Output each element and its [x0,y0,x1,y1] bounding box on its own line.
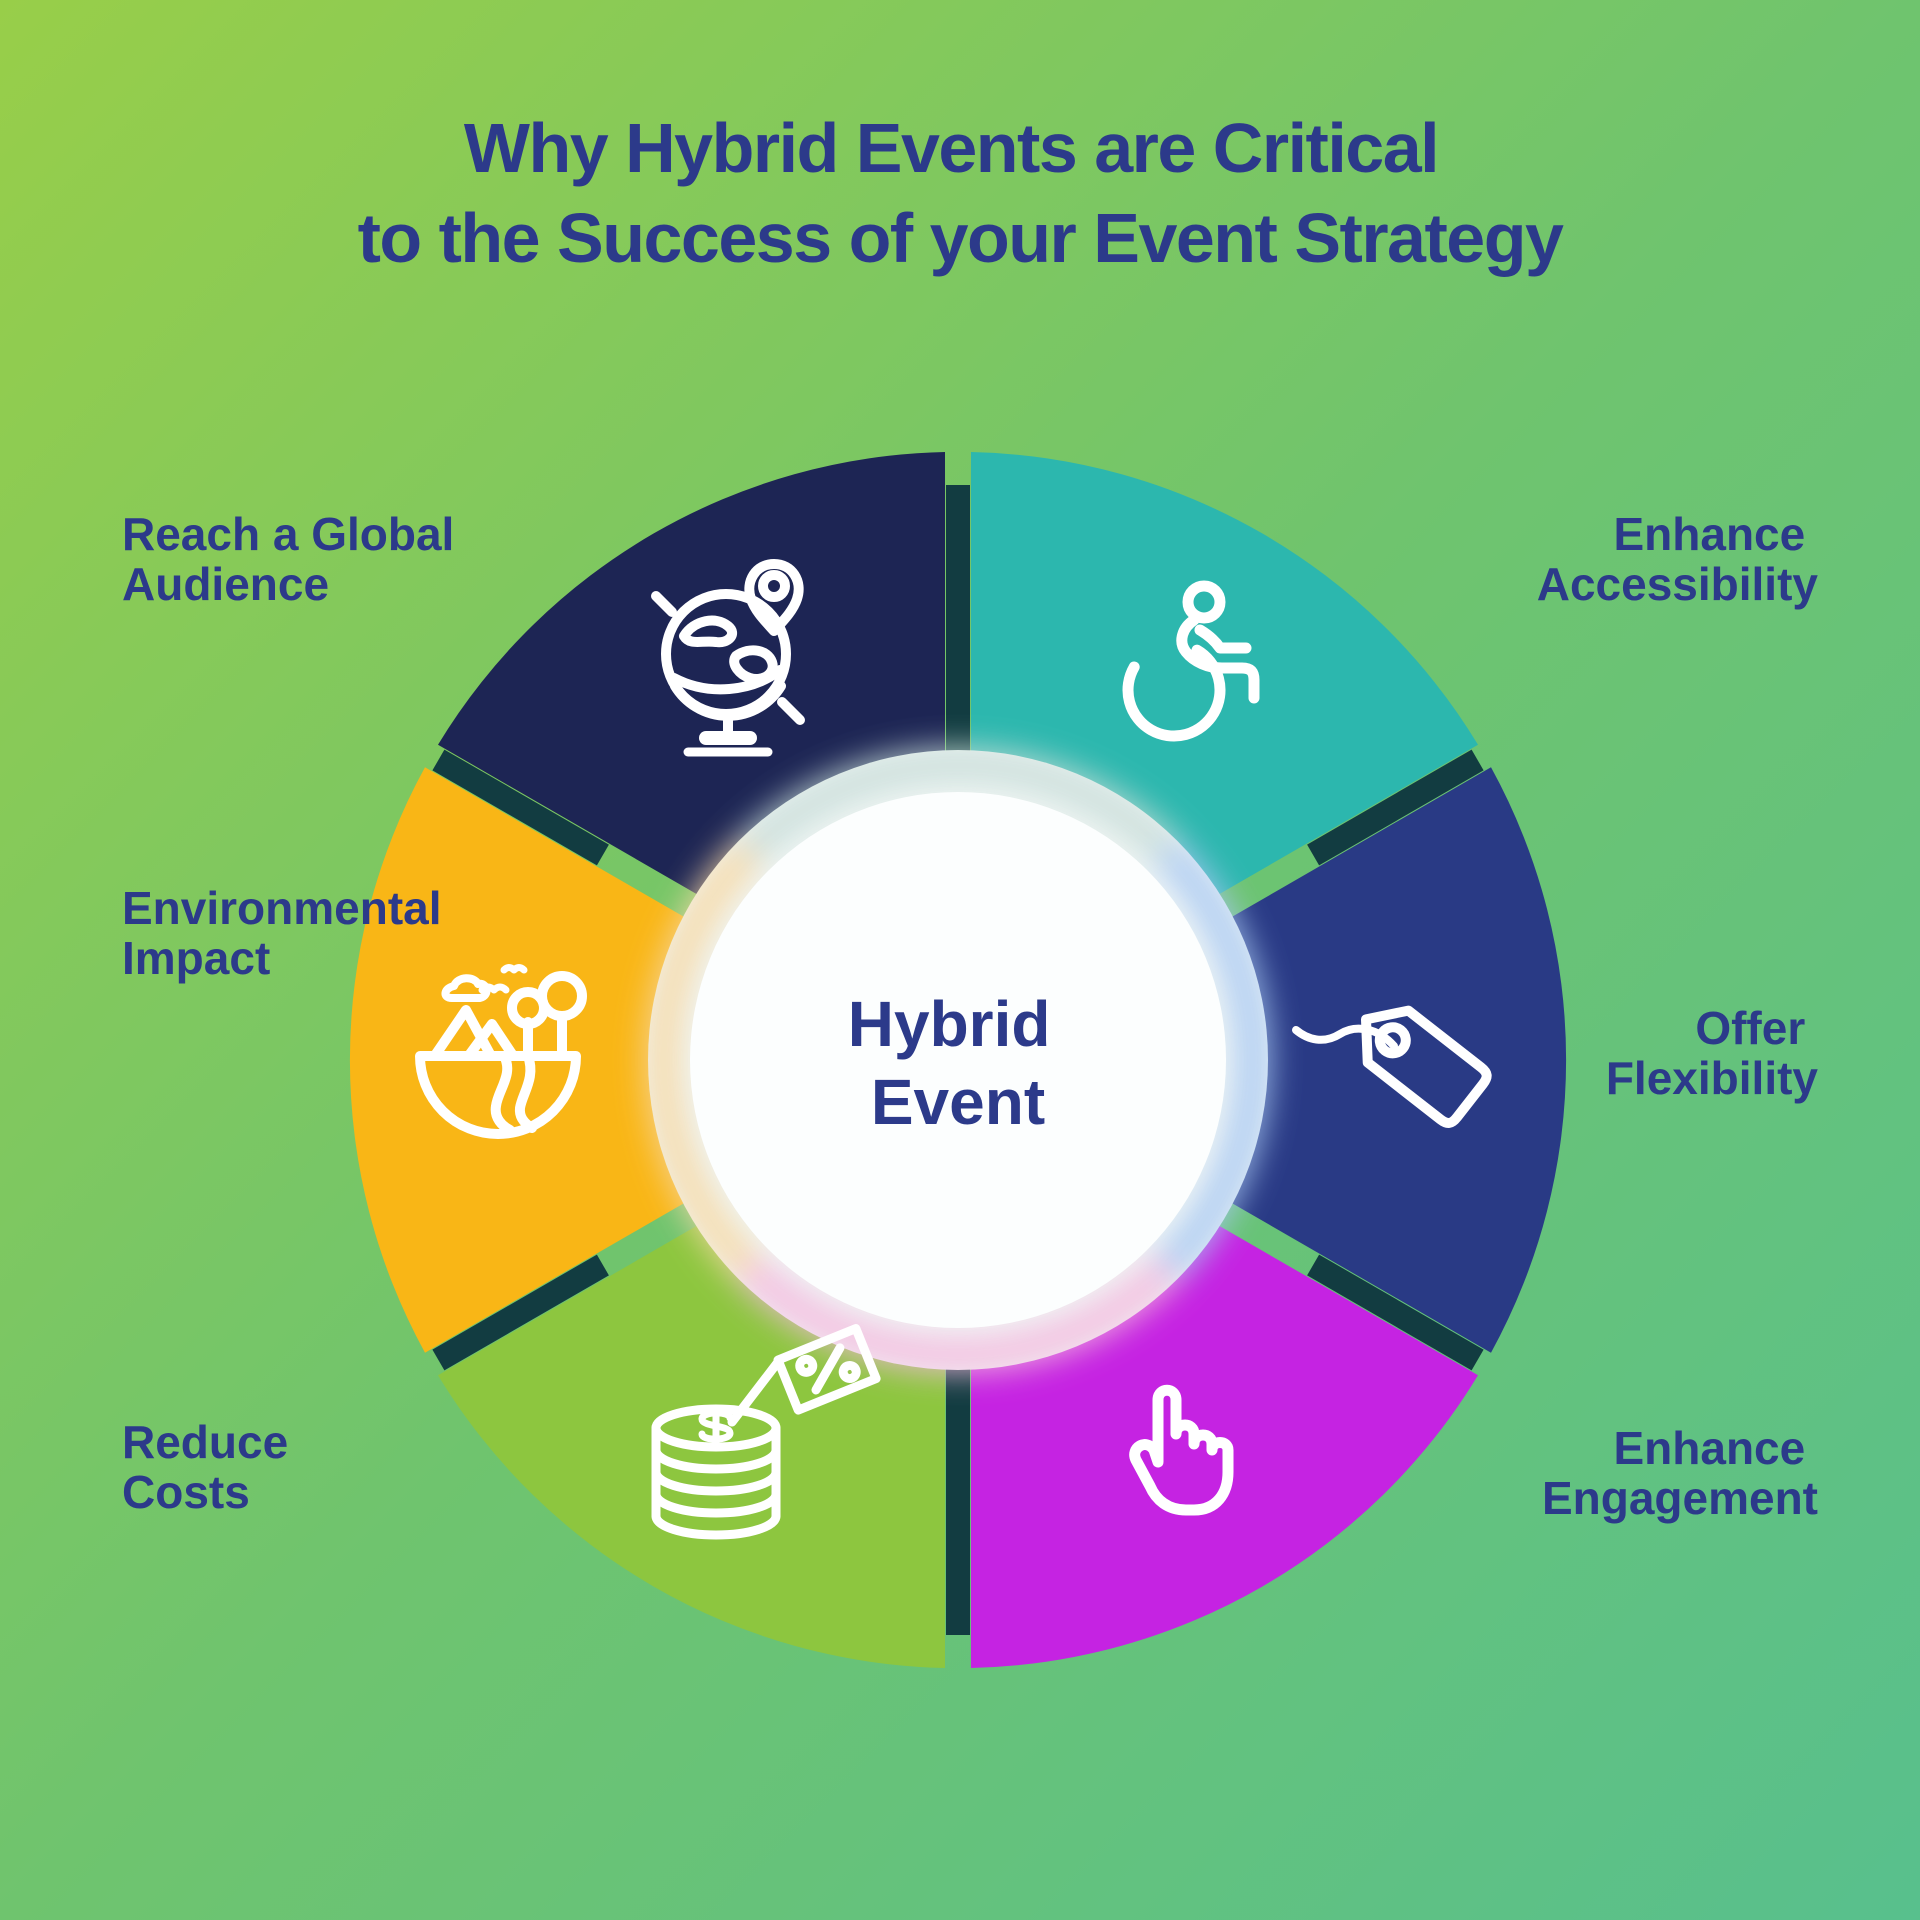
label-enhance-accessibility: Enhance Accessibility [1537,508,1819,610]
segment-offer-flexibility [1224,767,1567,1353]
hand-cursor-icon [1129,1384,1234,1516]
gap-shadow-lower-right [1307,1254,1484,1371]
glow-top [737,748,1179,864]
center-label: Hybrid Event [848,988,1068,1138]
gap-shadow-lower-left [432,1254,609,1371]
label-environmental-impact: Environmental Impact [122,882,454,984]
label-reduce-costs: Reduce Costs [122,1416,301,1518]
center-circle-inner [690,792,1226,1328]
segment-labels: Reach a Global Audience Enhance Accessib… [122,508,1818,1524]
icons [415,559,1492,1540]
center-circle: Hybrid Event [646,748,1270,1372]
glow-bottom [737,1256,1179,1372]
center-circle-glow [646,748,1270,1372]
gap-shadow-bottom [946,1367,970,1635]
page-title: Why Hybrid Events are Critical to the Su… [358,109,1564,277]
label-reach-a-global-audience: Reach a Global Audience [122,508,467,610]
glow-left [646,839,762,1281]
label-enhance-engagement: Enhance Engagement [1542,1422,1818,1524]
globe-location-icon [651,559,805,757]
nature-landscape-icon [415,964,587,1139]
gap-shadow-upper-right [1307,749,1484,866]
wheelchair-icon [1122,580,1260,742]
gap-shadow-top [946,485,970,753]
glow-right [1154,839,1270,1281]
price-tag-icon [1292,1005,1492,1128]
gap-shadow-upper-left [432,749,609,866]
label-offer-flexibility: Offer Flexibility [1606,1002,1819,1104]
coins-discount-flag-icon [651,1324,881,1540]
gap-shadows [432,485,1484,1635]
